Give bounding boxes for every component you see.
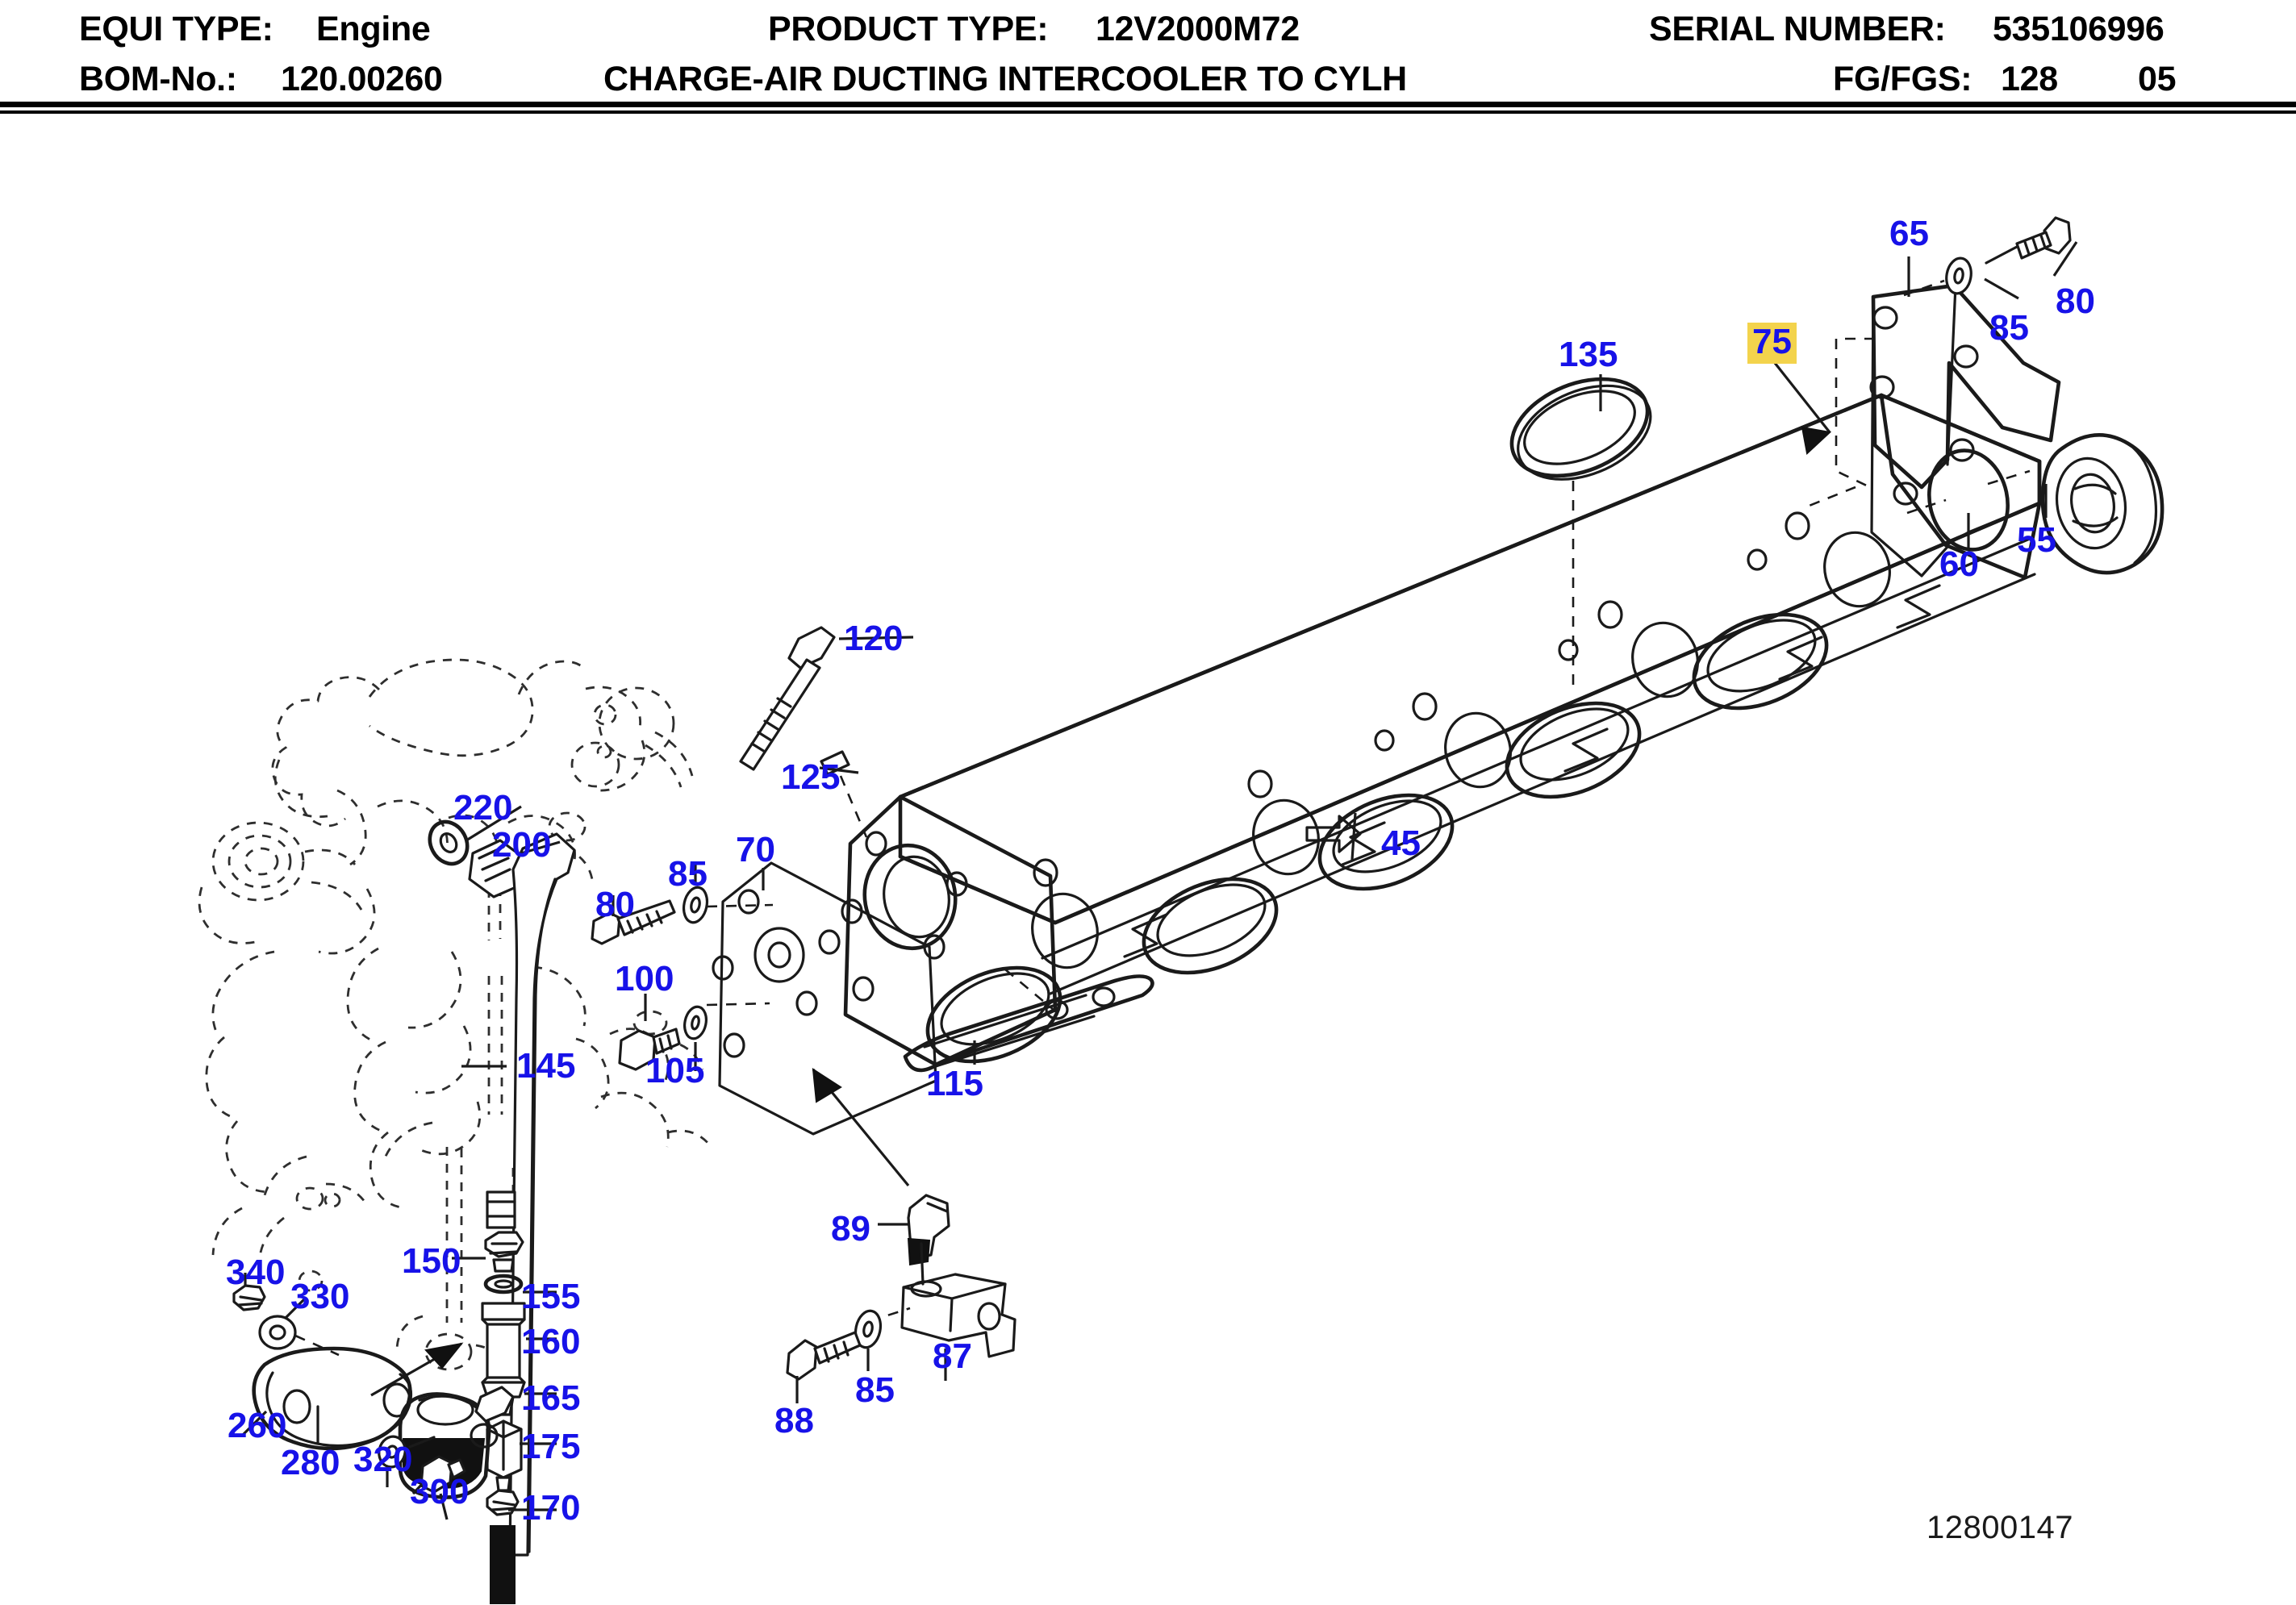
duct-boss-holes	[1031, 511, 1891, 969]
part-175-lock-nut	[486, 1489, 520, 1516]
sheet-header: EQUI TYPE: Engine PRODUCT TYPE: 12V2000M…	[0, 0, 2296, 114]
header-row-1: EQUI TYPE: Engine PRODUCT TYPE: 12V2000M…	[0, 5, 2296, 53]
part-callout-80[interactable]: 80	[2056, 281, 2095, 321]
part-120-long-stud-bolt	[739, 626, 836, 771]
part-callout-165[interactable]: 165	[521, 1378, 581, 1418]
part-155-seal-ring	[483, 1274, 524, 1294]
equi-type-label: EQUI TYPE:	[79, 10, 273, 48]
divider-rule-gap	[0, 107, 2296, 110]
part-115-seal-strip	[903, 969, 1154, 1073]
part-callout-200[interactable]: 200	[492, 825, 552, 865]
part-callout-100[interactable]: 100	[615, 959, 674, 998]
assembly-title: CHARGE-AIR DUCTING INTERCOOLER TO CYLH	[603, 60, 1407, 98]
part-callout-60[interactable]: 60	[1939, 544, 1979, 584]
part-callout-340[interactable]: 340	[226, 1253, 286, 1292]
part-callout-115[interactable]: 115	[926, 1064, 983, 1103]
divider-rule-thick	[0, 102, 2296, 107]
part-callout-80[interactable]: 80	[595, 885, 635, 924]
serial-number-label: SERIAL NUMBER:	[1649, 10, 1946, 48]
part-callout-125[interactable]: 125	[781, 757, 841, 797]
equi-type-value: Engine	[316, 10, 431, 48]
part-135-oval-gasket	[1509, 377, 1652, 686]
part-60-o-ring	[1906, 448, 2031, 552]
divider-rule-thin	[0, 110, 2296, 114]
bom-no-label: BOM-No.:	[79, 60, 237, 98]
part-callout-260[interactable]: 260	[228, 1406, 287, 1445]
part-160-valve-body	[481, 1302, 526, 1416]
fg-fgs-value: 128	[2001, 60, 2058, 98]
part-callout-145[interactable]: 145	[516, 1046, 576, 1086]
part-89-elbow-fitting	[907, 1194, 950, 1266]
part-callout-87[interactable]: 87	[933, 1336, 972, 1376]
part-callout-45[interactable]: 45	[1381, 823, 1421, 863]
part-callout-330[interactable]: 330	[290, 1277, 350, 1316]
part-55-end-cover	[2040, 433, 2165, 575]
bom-no-value: 120.00260	[281, 60, 443, 98]
part-callout-150[interactable]: 150	[402, 1241, 461, 1281]
part-callout-300[interactable]: 300	[410, 1472, 470, 1511]
part-85-washer-clamp	[854, 1309, 883, 1371]
part-165-hex-body	[486, 1419, 523, 1492]
part-callout-160[interactable]: 160	[521, 1322, 581, 1361]
fg-fgs-label: FG/FGS:	[1833, 60, 1972, 98]
part-80-hex-bolt-right	[1985, 216, 2072, 265]
part-callout-85[interactable]: 85	[855, 1370, 895, 1410]
product-type-value: 12V2000M72	[1096, 10, 1300, 48]
duct-section-marks	[1123, 584, 1941, 958]
part-callout-55[interactable]: 55	[2017, 520, 2056, 560]
header-row-2: BOM-No.: 120.00260 CHARGE-AIR DUCTING IN…	[0, 55, 2296, 103]
part-45-charge-air-duct-body	[841, 393, 2042, 1067]
part-88-hex-bolt	[786, 1331, 862, 1403]
part-70-flange-gasket	[706, 861, 937, 1136]
part-callout-89[interactable]: 89	[831, 1209, 870, 1249]
fg-fgs-value-2: 05	[2138, 60, 2177, 98]
part-callout-85[interactable]: 85	[1989, 308, 2029, 348]
part-callout-75[interactable]: 75	[1747, 323, 1797, 364]
part-85-washer-right	[1903, 256, 1972, 297]
serial-number-value: 535106996	[1993, 10, 2165, 48]
product-type-label: PRODUCT TYPE:	[768, 10, 1049, 48]
part-callout-220[interactable]: 220	[453, 788, 513, 828]
part-105-washer	[683, 1005, 708, 1040]
part-callout-175[interactable]: 175	[521, 1427, 581, 1466]
part-callout-85[interactable]: 85	[668, 854, 708, 894]
part-callout-170[interactable]: 170	[521, 1488, 581, 1528]
part-callout-135[interactable]: 135	[1559, 335, 1618, 374]
part-170-hose	[490, 1525, 516, 1604]
part-callout-280[interactable]: 280	[281, 1443, 340, 1482]
part-callout-120[interactable]: 120	[844, 619, 904, 658]
part-callout-320[interactable]: 320	[353, 1440, 413, 1479]
drawing-number: 12800147	[1927, 1510, 2073, 1545]
part-callout-155[interactable]: 155	[521, 1277, 581, 1316]
duct-port-ovals	[925, 612, 1829, 1064]
part-callout-70[interactable]: 70	[736, 830, 775, 869]
part-callout-88[interactable]: 88	[774, 1401, 814, 1440]
part-callout-105[interactable]: 105	[645, 1051, 705, 1090]
part-callout-65[interactable]: 65	[1889, 214, 1929, 253]
part-150-union-nut	[484, 1231, 524, 1273]
header-divider	[0, 102, 2296, 114]
